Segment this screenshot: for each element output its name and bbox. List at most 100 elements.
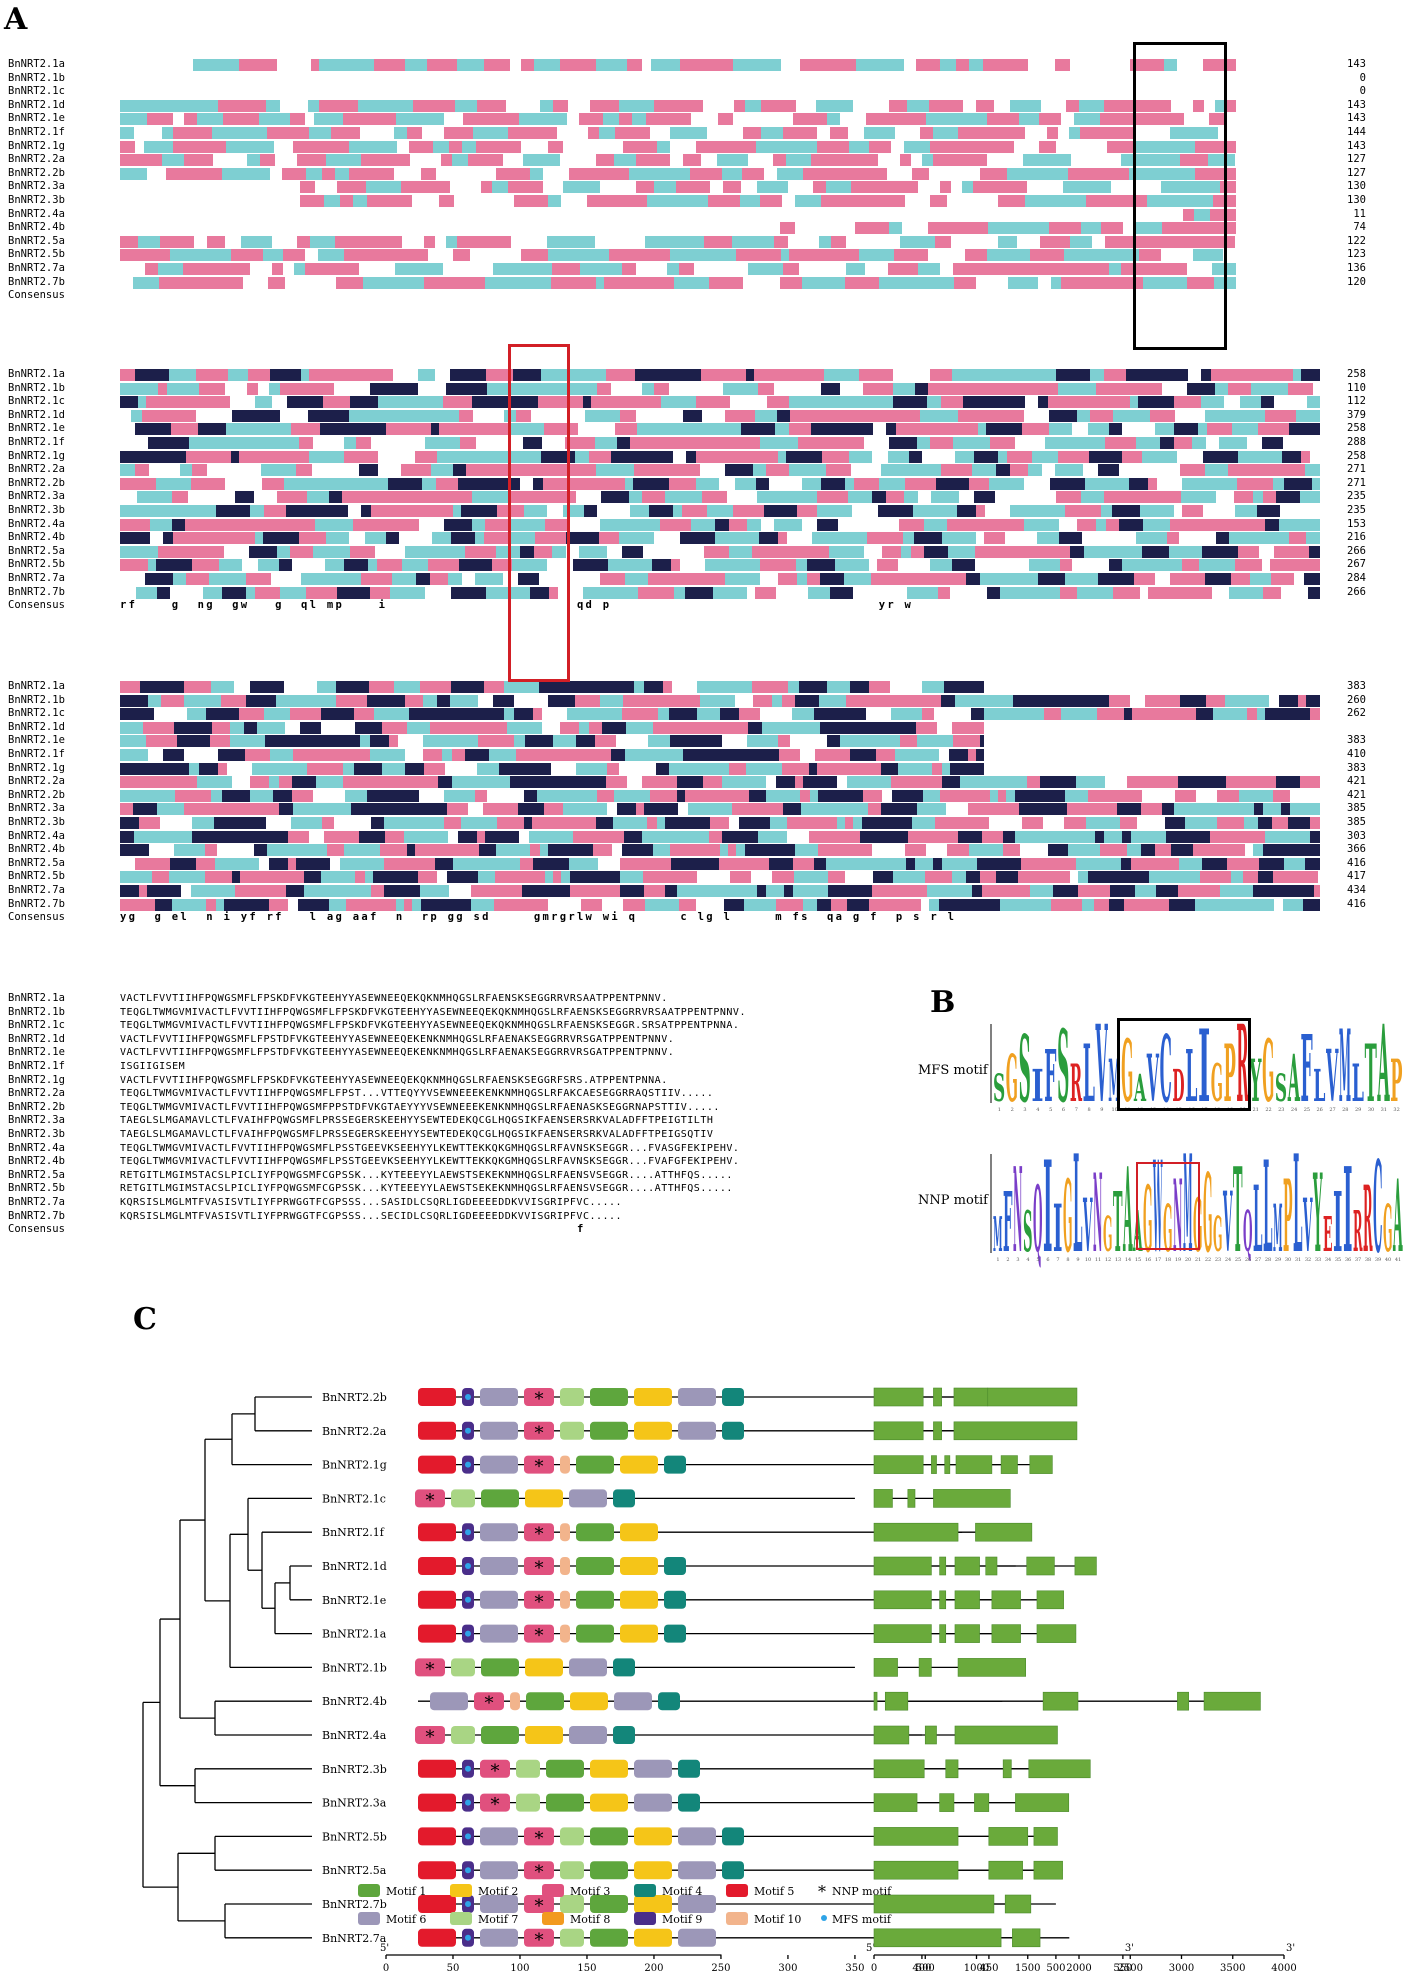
logo-position: 36 <box>1345 1257 1351 1263</box>
motif-box-6 <box>480 1827 518 1846</box>
logo-position: 11 <box>1095 1257 1101 1263</box>
logo-position: 27 <box>1329 1107 1335 1113</box>
motif-box-1 <box>576 1624 614 1643</box>
logo-letter: C <box>1373 1150 1383 1270</box>
logo-letter: I <box>1053 1191 1063 1267</box>
motif-box-3 <box>524 1928 554 1947</box>
motif-box-1 <box>576 1557 614 1575</box>
tree-leaf-label: BnNRT2.5a <box>322 1864 387 1877</box>
motif-box-10 <box>560 1590 570 1609</box>
tree-leaf-label: BnNRT2.1f <box>322 1526 385 1539</box>
logo-letter: T <box>1113 1175 1123 1270</box>
tree-leaf-label: BnNRT2.4b <box>322 1695 387 1708</box>
gene-axis-tick: 3000 <box>1169 1963 1194 1974</box>
motif-box-5 <box>418 1388 456 1406</box>
logo-letter: V <box>1303 1183 1313 1269</box>
sequence-residues: VACTLFVVTIIHFPQWGSMFLFPSTDFVKGTEEHYYASEW… <box>120 1033 675 1045</box>
logo-position: 22 <box>1265 1107 1271 1113</box>
sequence-residues <box>120 222 1320 235</box>
logo-position: 25 <box>1235 1257 1241 1263</box>
exon <box>931 1455 937 1474</box>
motif-box-6 <box>678 1928 716 1947</box>
logo-letter: S <box>1057 1020 1069 1120</box>
motif-box-1 <box>590 1421 628 1440</box>
motif-axis-3prime: 3' <box>1125 1943 1134 1954</box>
logo-position: 6 <box>1046 1257 1049 1263</box>
logo-letter: G <box>1262 1022 1274 1120</box>
motif-box-1 <box>546 1793 584 1812</box>
exon <box>954 1725 1058 1745</box>
sequence-residues <box>120 776 1320 789</box>
legend-swatch-10 <box>726 1912 748 1925</box>
motif-box-3 <box>524 1557 554 1575</box>
sequence-residues <box>120 721 1320 734</box>
nnp-star: * <box>491 1795 500 1816</box>
panel-label-b: B <box>930 985 956 1020</box>
logo-position: 15 <box>1135 1257 1141 1263</box>
motif-box-5 <box>418 1827 456 1846</box>
sequence-name: BnNRT2.1b <box>8 381 65 394</box>
tree-leaf-label: BnNRT2.1b <box>322 1661 387 1674</box>
sequence-name: BnNRT2.1e <box>8 112 65 125</box>
sequence-position: 267 <box>1347 558 1366 571</box>
exon <box>873 1793 918 1812</box>
logo-letter: A <box>1393 1159 1403 1270</box>
legend-label: Motif 5 <box>754 1885 794 1898</box>
logo-letter: F <box>1003 1175 1013 1270</box>
logo-position: 38 <box>1365 1257 1371 1263</box>
logo-letter: G <box>1163 1191 1173 1267</box>
motif-box-3 <box>524 1827 554 1846</box>
logo-position: 41 <box>1395 1257 1401 1263</box>
logo-letter: E <box>1323 1207 1333 1263</box>
nnp-star: * <box>535 1423 544 1444</box>
sequence-name: BnNRT2.1d <box>8 98 65 111</box>
sequence-residues <box>120 208 1320 221</box>
motif-box-3 <box>474 1692 504 1711</box>
nnp-star: * <box>426 1659 435 1680</box>
nnp-logo-box <box>1136 1162 1200 1250</box>
tree-leaf-label: BnNRT2.5b <box>322 1830 387 1843</box>
consensus-label: Consensus <box>8 911 65 924</box>
logo-letter: D <box>1172 1060 1184 1112</box>
logo-letter: G <box>1103 1207 1113 1263</box>
logo-letter: N <box>1093 1151 1103 1270</box>
exon <box>933 1387 942 1407</box>
logo-letter: Y <box>1249 1047 1262 1115</box>
exon <box>1000 1455 1018 1474</box>
gene-axis-3prime: 3' <box>1286 1943 1295 1954</box>
motif-box-10 <box>560 1557 570 1575</box>
sequence-residues <box>120 464 1320 477</box>
legend-label: Motif 9 <box>662 1913 702 1926</box>
gene-axis-tick: 500 <box>916 1963 935 1974</box>
logo-letter: I <box>1043 1150 1053 1270</box>
logo-letter: L <box>1083 1028 1095 1120</box>
motif-axis-tick: 250 <box>711 1963 730 1974</box>
sequence-name: BnNRT2.1a <box>8 680 65 692</box>
motif-box-6 <box>634 1759 672 1778</box>
logo-letter: A <box>1133 1066 1146 1110</box>
legend-label: Motif 4 <box>662 1885 702 1898</box>
sequence-residues: ISGIIGISEM <box>120 1060 186 1072</box>
motif-axis-tick: 300 <box>778 1963 797 1974</box>
sequence-residues: RETGITLMGIMSTACSLPICLIYFPQWGSMFCGPSSK...… <box>120 1169 733 1181</box>
sequence-position: 123 <box>1347 248 1366 261</box>
sequence-residues: TAEGLSLMGAMAVLCTLFVAIHFPQWGSMFLPRSSEGERS… <box>120 1128 714 1140</box>
exon <box>945 1759 959 1779</box>
sequence-name: BnNRT2.1g <box>8 1073 65 1086</box>
motif-box-1 <box>546 1759 584 1778</box>
motif-box-5 <box>418 1928 456 1947</box>
motif-box-1 <box>576 1455 614 1474</box>
logo-letter: L <box>1263 1150 1273 1270</box>
exon <box>873 1522 959 1542</box>
sequence-position: 110 <box>1347 381 1366 394</box>
sequence-name: BnNRT2.1a <box>8 58 65 70</box>
logo-letter: A <box>1287 1041 1300 1117</box>
sequence-position: 421 <box>1347 788 1366 801</box>
sequence-name: BnNRT2.4a <box>8 829 65 842</box>
logo-letter: Y <box>1313 1151 1323 1270</box>
motif-box-7 <box>451 1489 475 1508</box>
sequence-name: BnNRT2.1d <box>8 1032 65 1045</box>
logo-letter: Q <box>1243 1199 1253 1265</box>
sequence-position: 235 <box>1347 503 1366 516</box>
exon <box>987 1387 1078 1407</box>
